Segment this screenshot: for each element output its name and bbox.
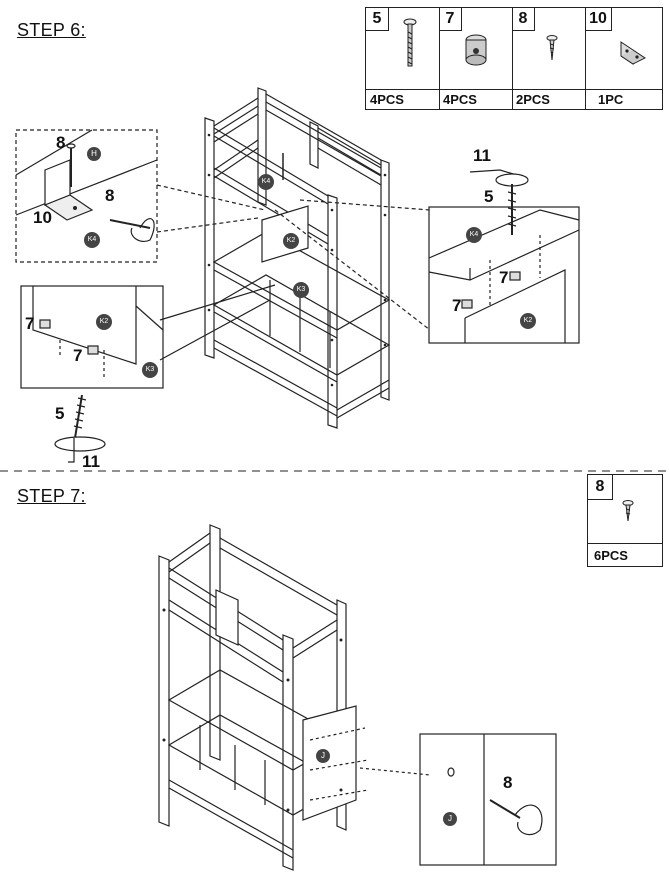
badge-J: J (316, 749, 330, 763)
step7-frame (158, 524, 357, 871)
step6-parts-table: 5 7 8 10 4PCS 4PCS (365, 7, 663, 110)
k4-k2-detail (428, 209, 580, 343)
part-number: 8 (588, 475, 613, 500)
wood-screw-icon (622, 500, 634, 522)
callout-11: 11 (82, 452, 100, 471)
leader-solid (159, 299, 271, 361)
detail-box-k4-k2 (428, 206, 580, 344)
badge-K2: K2 (283, 233, 299, 249)
callout-10: 10 (33, 208, 52, 227)
qty-8: 6PCS (588, 543, 662, 566)
qty-10: 1PC (598, 92, 624, 107)
callout-5: 5 (55, 404, 65, 423)
badge-K3: K3 (293, 282, 309, 298)
j-detail-screw (447, 767, 543, 836)
part-number: 8 (512, 8, 535, 31)
bottom-left-bolt-wrench (54, 394, 106, 463)
step6-title: STEP 6: (17, 20, 86, 40)
leader-lines-step6 (156, 184, 431, 331)
callout-7: 7 (73, 346, 83, 365)
callout-11: 11 (473, 146, 491, 165)
badge-H: H (87, 147, 101, 161)
step7-parts-table: 8 6PCS (587, 474, 663, 567)
wood-screw-icon (546, 35, 558, 61)
detail-box-k2-k3 (20, 285, 164, 389)
detail-box-bracket (15, 129, 158, 263)
long-screw-icon (403, 18, 417, 67)
badge-J: J (443, 812, 457, 826)
barrel-nut-icon (465, 34, 487, 66)
part-cell-8: 8 (512, 8, 586, 89)
quantity-row: 4PCS 4PCS 2PCS 1PC (366, 89, 662, 110)
qty-8: 2PCS (512, 90, 586, 110)
part-number: 7 (439, 8, 462, 31)
badge-K4: K4 (466, 227, 482, 243)
badge-K2: K2 (96, 314, 112, 330)
top-right-bolt-wrench (469, 169, 529, 235)
callout-8: 8 (56, 133, 66, 152)
qty-5: 4PCS (366, 90, 440, 110)
part-number: 5 (366, 8, 389, 31)
k2-k3-detail (32, 286, 164, 380)
detail-box-j (419, 733, 557, 866)
badge-K2: K2 (520, 313, 536, 329)
callout-5: 5 (484, 187, 494, 206)
badge-K3: K3 (142, 362, 158, 378)
bracket-detail (15, 129, 158, 242)
callout-7: 7 (25, 314, 35, 333)
part-cell-5: 5 (366, 8, 440, 89)
part-number: 10 (585, 8, 612, 31)
l-bracket-icon (620, 41, 646, 65)
step6-frame (204, 87, 391, 429)
callout-7: 7 (499, 268, 509, 287)
leader-lines-step7 (309, 727, 431, 801)
qty-7: 4PCS (439, 90, 513, 110)
part-cell-7: 7 (439, 8, 513, 89)
step7-title: STEP 7: (17, 486, 86, 506)
badge-K4: K4 (258, 174, 274, 190)
part-cell-10: 10 (585, 8, 663, 89)
leader-solid (159, 284, 276, 321)
callout-8: 8 (503, 773, 513, 792)
badge-K4: K4 (84, 232, 100, 248)
callout-7: 7 (452, 296, 462, 315)
callout-8: 8 (105, 186, 115, 205)
